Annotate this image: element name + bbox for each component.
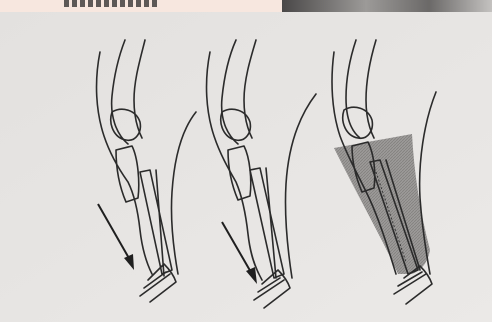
board-background [0,12,492,322]
illegible-caption-fragment [64,0,160,7]
biomechanics-diagram [0,12,492,322]
diagram-board [0,12,492,322]
